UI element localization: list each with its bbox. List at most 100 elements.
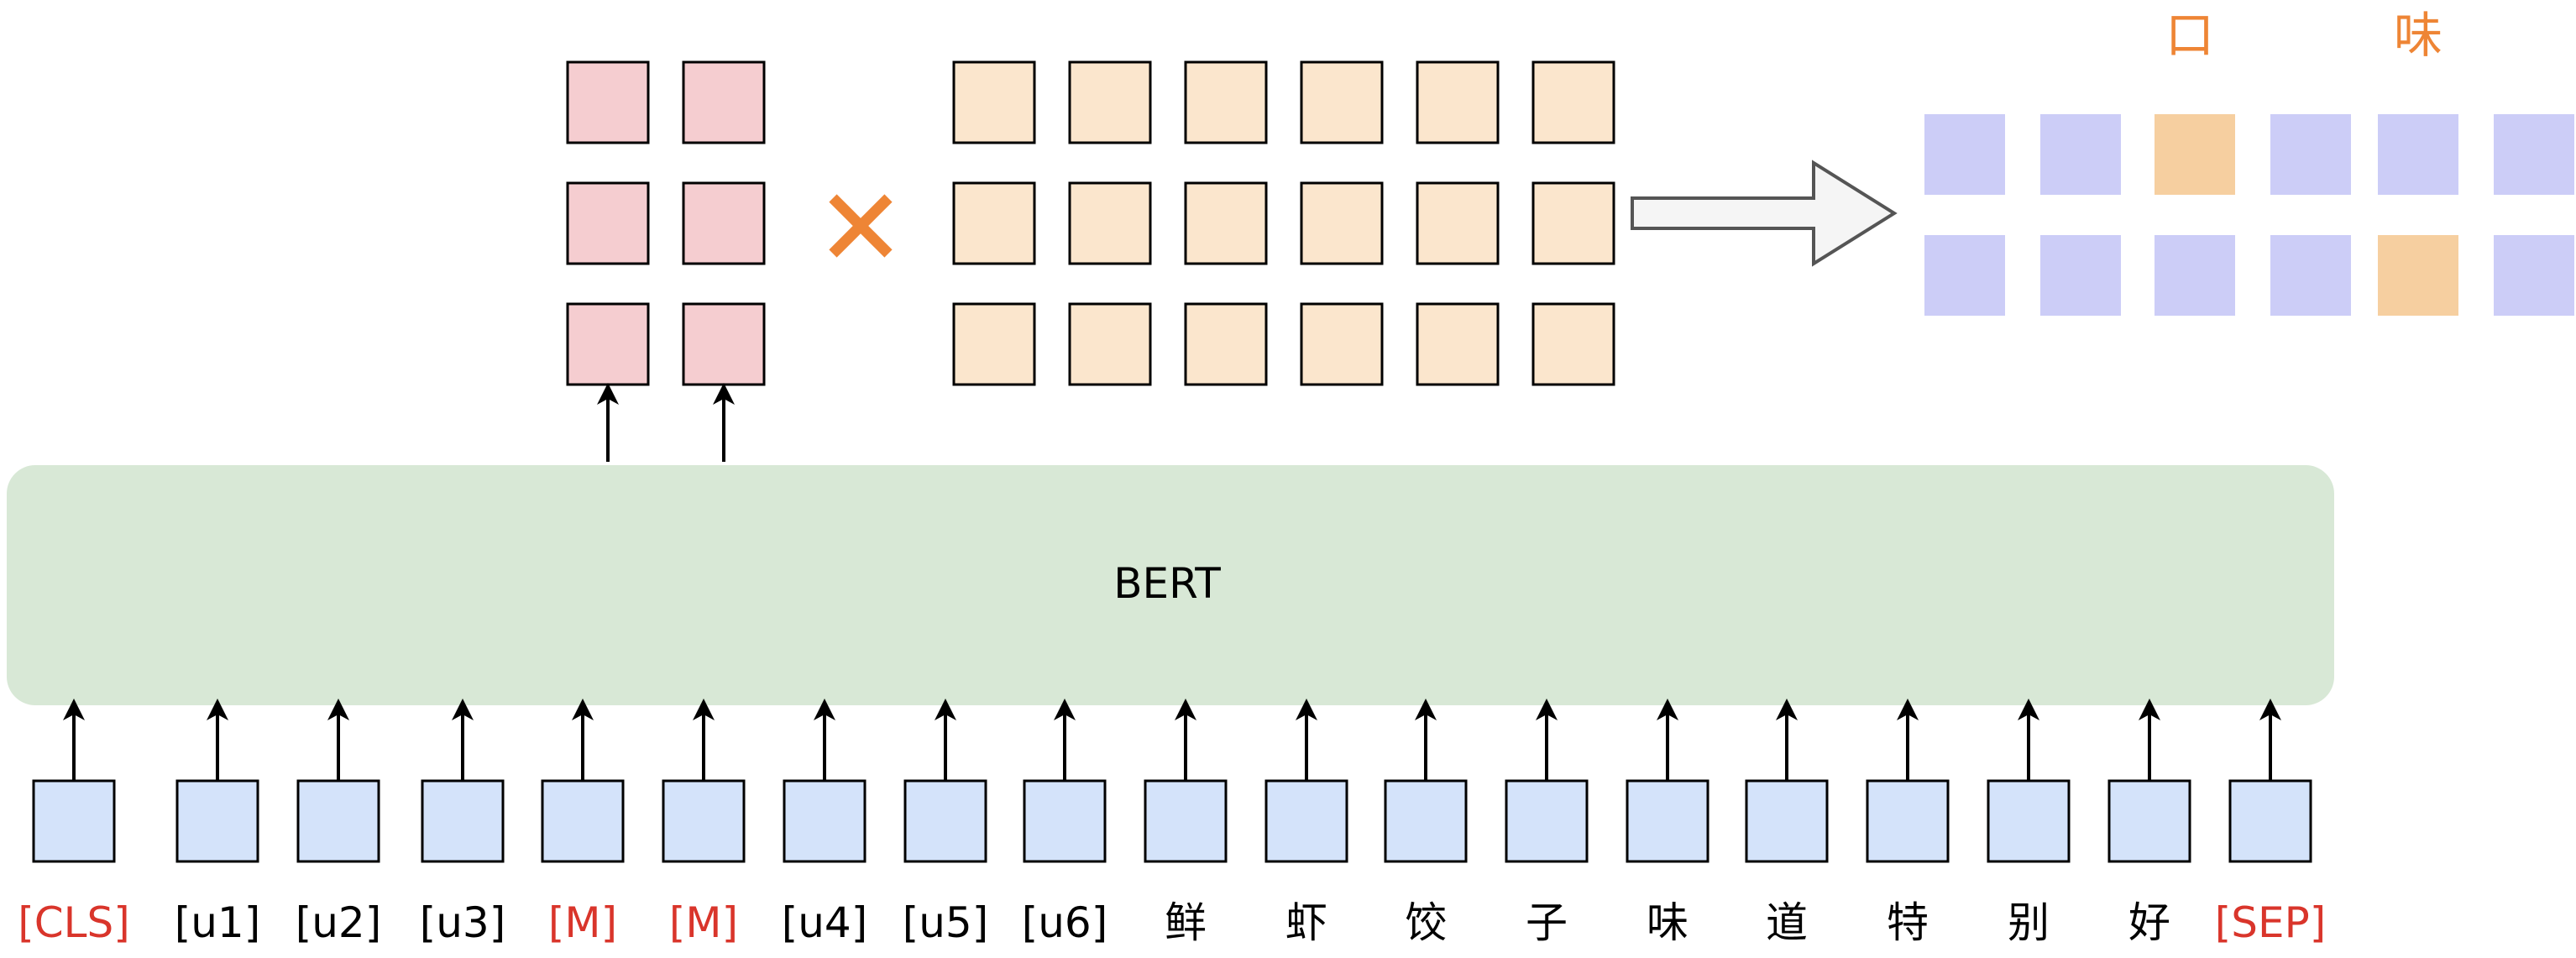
token-label: [CLS] (18, 898, 130, 947)
input-arrow-icon (452, 699, 474, 781)
embedding-cell (1184, 181, 1268, 265)
embedding-cell (952, 181, 1036, 265)
input-token: [CLS] (18, 699, 130, 947)
token-embedding-box (296, 779, 380, 863)
input-token: 别 (1987, 699, 2071, 947)
embedding-cell (1300, 60, 1384, 144)
input-arrow-icon (1415, 699, 1437, 781)
token-label: 饺 (1405, 898, 1447, 947)
input-token: [M] (541, 699, 625, 947)
input-arrow-icon (1536, 699, 1558, 781)
token-embedding-box (1745, 779, 1829, 863)
token-embedding-box (175, 779, 259, 863)
embedding-cell (1531, 60, 1615, 144)
token-embedding-box (1384, 779, 1468, 863)
predicted-character-label: 味 (2394, 7, 2442, 64)
embedding-cell (1068, 302, 1152, 386)
token-embedding-box (32, 779, 116, 863)
input-token: 特 (1866, 699, 1950, 947)
input-token: [u1] (175, 699, 261, 947)
output-cell (1924, 235, 2005, 316)
token-label: 别 (2008, 898, 2050, 947)
input-arrow-icon (327, 699, 349, 781)
token-embedding-box (2107, 779, 2191, 863)
input-token: 味 (1626, 699, 1709, 947)
token-embedding-box (1144, 779, 1228, 863)
input-arrow-icon (1296, 699, 1317, 781)
token-label: 鲜 (1165, 898, 1207, 947)
masked-output-arrow-icon (597, 383, 619, 462)
token-embedding-box (541, 779, 625, 863)
token-label: 子 (1526, 898, 1568, 947)
output-cell (1924, 114, 2005, 195)
token-label: 味 (1647, 898, 1689, 947)
output-prediction-grid (1924, 114, 2574, 316)
output-cell-selected (2155, 114, 2235, 195)
token-label: 好 (2128, 898, 2170, 947)
input-arrow-icon (572, 699, 594, 781)
embedding-cell (1531, 302, 1615, 386)
result-arrow-icon (1631, 160, 1898, 267)
input-token: 饺 (1384, 699, 1468, 947)
input-token: 鲜 (1144, 699, 1228, 947)
input-arrow-icon (814, 699, 835, 781)
input-arrow-icon (2139, 699, 2160, 781)
input-token: [u4] (782, 699, 867, 947)
token-label: [SEP] (2215, 898, 2327, 947)
embedding-cell (1300, 181, 1384, 265)
embedding-cell (952, 302, 1036, 386)
output-cell (2270, 235, 2351, 316)
masked-vector-cell (566, 181, 650, 265)
masked-vector-cell (682, 302, 766, 386)
token-embedding-box (783, 779, 867, 863)
token-embedding-box (1987, 779, 2071, 863)
masked-vector-matrix (566, 60, 766, 462)
bert-label: BERT (1113, 559, 1221, 608)
token-label: [u3] (420, 898, 506, 947)
vocab-embedding-matrix (952, 60, 1615, 386)
token-label: [u2] (296, 898, 382, 947)
input-arrow-icon (1175, 699, 1196, 781)
predicted-character-label: 口 (2165, 7, 2214, 64)
token-embedding-box (1866, 779, 1950, 863)
input-token: 虾 (1264, 699, 1348, 947)
embedding-cell (1300, 302, 1384, 386)
multiply-icon (829, 194, 893, 258)
embedding-cell (1531, 181, 1615, 265)
input-arrow-icon (1776, 699, 1798, 781)
input-arrow-icon (2018, 699, 2039, 781)
input-arrow-icon (2259, 699, 2281, 781)
input-token: [M] (662, 699, 746, 947)
output-cell (2040, 114, 2121, 195)
input-arrow-icon (693, 699, 715, 781)
token-label: [u5] (903, 898, 989, 947)
token-label: [u6] (1022, 898, 1108, 947)
bert-block (7, 465, 2334, 705)
masked-vector-cell (566, 302, 650, 386)
input-token: [u2] (296, 699, 382, 947)
embedding-cell (1416, 181, 1500, 265)
input-token: [SEP] (2215, 699, 2327, 947)
predicted-characters: 口味 (2165, 7, 2442, 64)
embedding-cell (952, 60, 1036, 144)
output-cell-selected (2378, 235, 2458, 316)
embedding-cell (1416, 60, 1500, 144)
embedding-cell (1184, 60, 1268, 144)
masked-vector-cell (682, 181, 766, 265)
token-label: [u1] (175, 898, 261, 947)
token-label: 特 (1887, 898, 1929, 947)
embedding-cell (1416, 302, 1500, 386)
masked-output-arrow-icon (713, 383, 735, 462)
embedding-cell (1184, 302, 1268, 386)
masked-vector-cell (682, 60, 766, 144)
input-arrow-icon (1054, 699, 1076, 781)
embedding-cell (1068, 60, 1152, 144)
masked-vector-cell (566, 60, 650, 144)
input-token: 子 (1505, 699, 1589, 947)
token-embedding-box (1505, 779, 1589, 863)
output-cell (2378, 114, 2458, 195)
token-embedding-box (1264, 779, 1348, 863)
output-cell (2040, 235, 2121, 316)
token-embedding-box (1626, 779, 1709, 863)
input-token: 好 (2107, 699, 2191, 947)
